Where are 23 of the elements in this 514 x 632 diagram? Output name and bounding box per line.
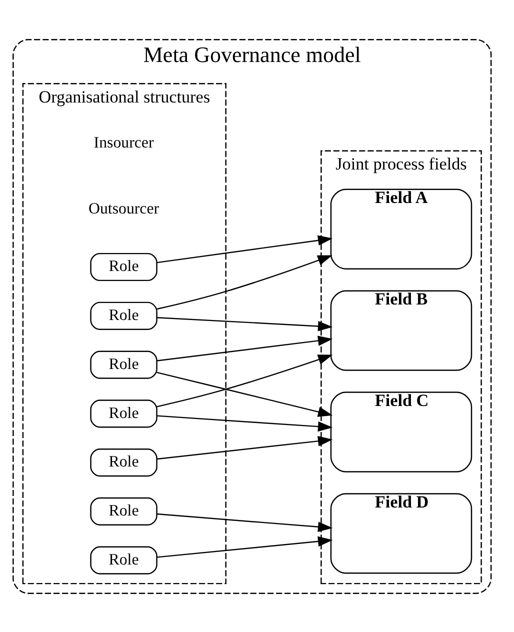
arrow	[157, 436, 333, 460]
node-box: Role	[90, 399, 158, 428]
arrow	[156, 254, 332, 310]
arrow	[156, 354, 333, 407]
arrow	[157, 316, 333, 331]
node-box: Role	[90, 350, 158, 378]
arrow	[157, 414, 333, 432]
arrow	[157, 536, 333, 558]
node-box: Field C	[330, 391, 472, 472]
node-box: Role	[90, 301, 158, 330]
node-box: Field A	[330, 188, 472, 269]
arrow	[157, 512, 333, 532]
node-box: Field D	[330, 492, 472, 574]
arrow	[157, 335, 333, 361]
node-box: Field B	[330, 290, 472, 370]
arrow	[156, 371, 333, 416]
node-box: Role	[90, 448, 158, 476]
arrow	[157, 234, 333, 263]
node-box: Role	[90, 546, 158, 574]
label: Outsourcer	[88, 200, 160, 218]
label: Insourcer	[94, 134, 154, 152]
node-box: Role	[90, 252, 158, 281]
node-box: Role	[90, 496, 158, 525]
